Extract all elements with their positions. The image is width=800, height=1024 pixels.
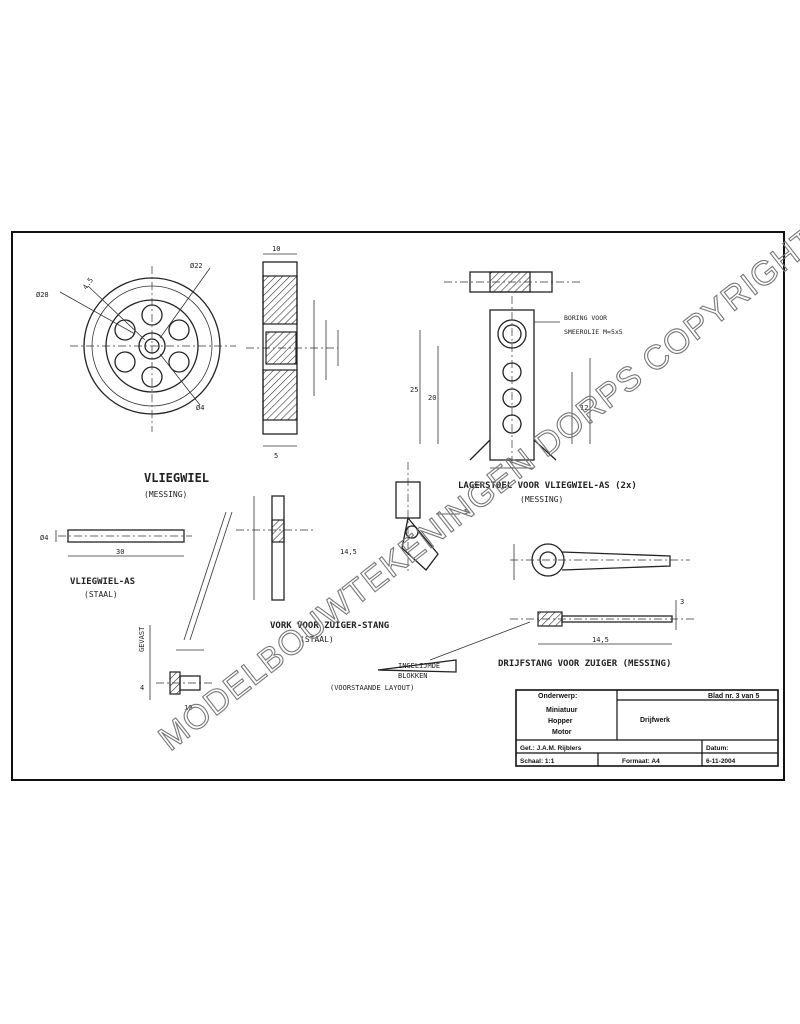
title-datum-label: Datum: bbox=[706, 745, 728, 752]
label-vliegwiel-as: VLIEGWIEL-AS bbox=[70, 577, 135, 587]
title-datum: 6-11-2004 bbox=[706, 758, 736, 765]
dim-shaft-dia: Ø4 bbox=[40, 534, 48, 542]
fork-front-view bbox=[395, 462, 460, 572]
label-vliegwiel-material: (MESSING) bbox=[144, 490, 187, 499]
label-lagerstoel: LAGERSTOEL VOOR VLIEGWIEL-AS (2x) bbox=[458, 481, 637, 491]
title-onderwerp-3: Motor bbox=[552, 729, 572, 736]
detail-wedge bbox=[183, 511, 531, 673]
title-schaal: Schaal: 1:1 bbox=[520, 758, 555, 765]
label-vork-material: (STAAL) bbox=[300, 635, 334, 644]
dim-pin-length: 10 bbox=[184, 704, 192, 712]
label-vliegwiel: VLIEGWIEL bbox=[144, 471, 209, 485]
dim-fork-height: 14,5 bbox=[340, 548, 357, 556]
title-block bbox=[515, 689, 779, 767]
flywheel-front-view bbox=[59, 266, 236, 432]
title-onderwerp-1: Miniatuur bbox=[546, 707, 578, 714]
connecting-rod-side-view bbox=[510, 600, 694, 645]
title-omschrijving: Drijfwerk bbox=[640, 717, 670, 724]
dim-pin-dia: 4 bbox=[140, 684, 144, 692]
title-onderwerp-2: Hopper bbox=[548, 718, 573, 725]
dim-shaft-length: 30 bbox=[116, 548, 124, 556]
label-gevast: GEVAST bbox=[138, 626, 146, 652]
title-onderwerp-label: Onderwerp: bbox=[538, 693, 577, 700]
dim-rod-length: 14,5 bbox=[592, 636, 609, 644]
bearing-block-view bbox=[419, 271, 591, 470]
dim-section-bottom: 5 bbox=[274, 452, 278, 460]
title-getekend: Get.: J.A.M. Rijblers bbox=[520, 745, 582, 752]
label-layout: (VOORSTAANDE LAYOUT) bbox=[330, 684, 414, 692]
dim-rod-thickness: 3 bbox=[680, 598, 684, 606]
dim-flywheel-inner: Ø22 bbox=[190, 262, 203, 270]
dim-flywheel-outer: Ø28 bbox=[36, 291, 49, 299]
dim-bearing-right: 12 bbox=[580, 404, 588, 412]
label-vliegwiel-as-material: (STAAL) bbox=[84, 590, 118, 599]
fork-side-view bbox=[236, 495, 316, 601]
label-blokken: BLOKKEN bbox=[398, 672, 428, 680]
flywheel-section-view bbox=[246, 253, 339, 447]
label-drijfstang: DRIJFSTANG VOOR ZUIGER (MESSING) bbox=[498, 659, 671, 669]
drawing-frame bbox=[11, 231, 785, 781]
dim-bearing-height: 25 bbox=[410, 386, 418, 394]
title-blad: Blad nr. 3 van 5 bbox=[708, 693, 759, 700]
connecting-rod-top-view bbox=[510, 543, 690, 580]
small-pin-view bbox=[149, 625, 214, 700]
label-vork: VORK VOOR ZUIGER-STANG bbox=[270, 621, 389, 631]
dim-fork-width: 5 bbox=[464, 508, 468, 516]
dim-section-top: 10 bbox=[272, 245, 280, 253]
flywheel-shaft-view bbox=[55, 529, 192, 557]
label-ingelijmde: INGELIJMDE bbox=[398, 662, 440, 670]
annotation-boring: BORING VOOR bbox=[564, 314, 607, 322]
dim-flywheel-bore: Ø4 bbox=[196, 404, 204, 412]
label-lagerstoel-material: (MESSING) bbox=[520, 495, 563, 504]
dim-bearing-center: 20 bbox=[428, 394, 436, 402]
annotation-smeerolie: SMEEROLIE M=5x5 bbox=[564, 328, 623, 336]
title-formaat: Formaat: A4 bbox=[622, 758, 660, 765]
